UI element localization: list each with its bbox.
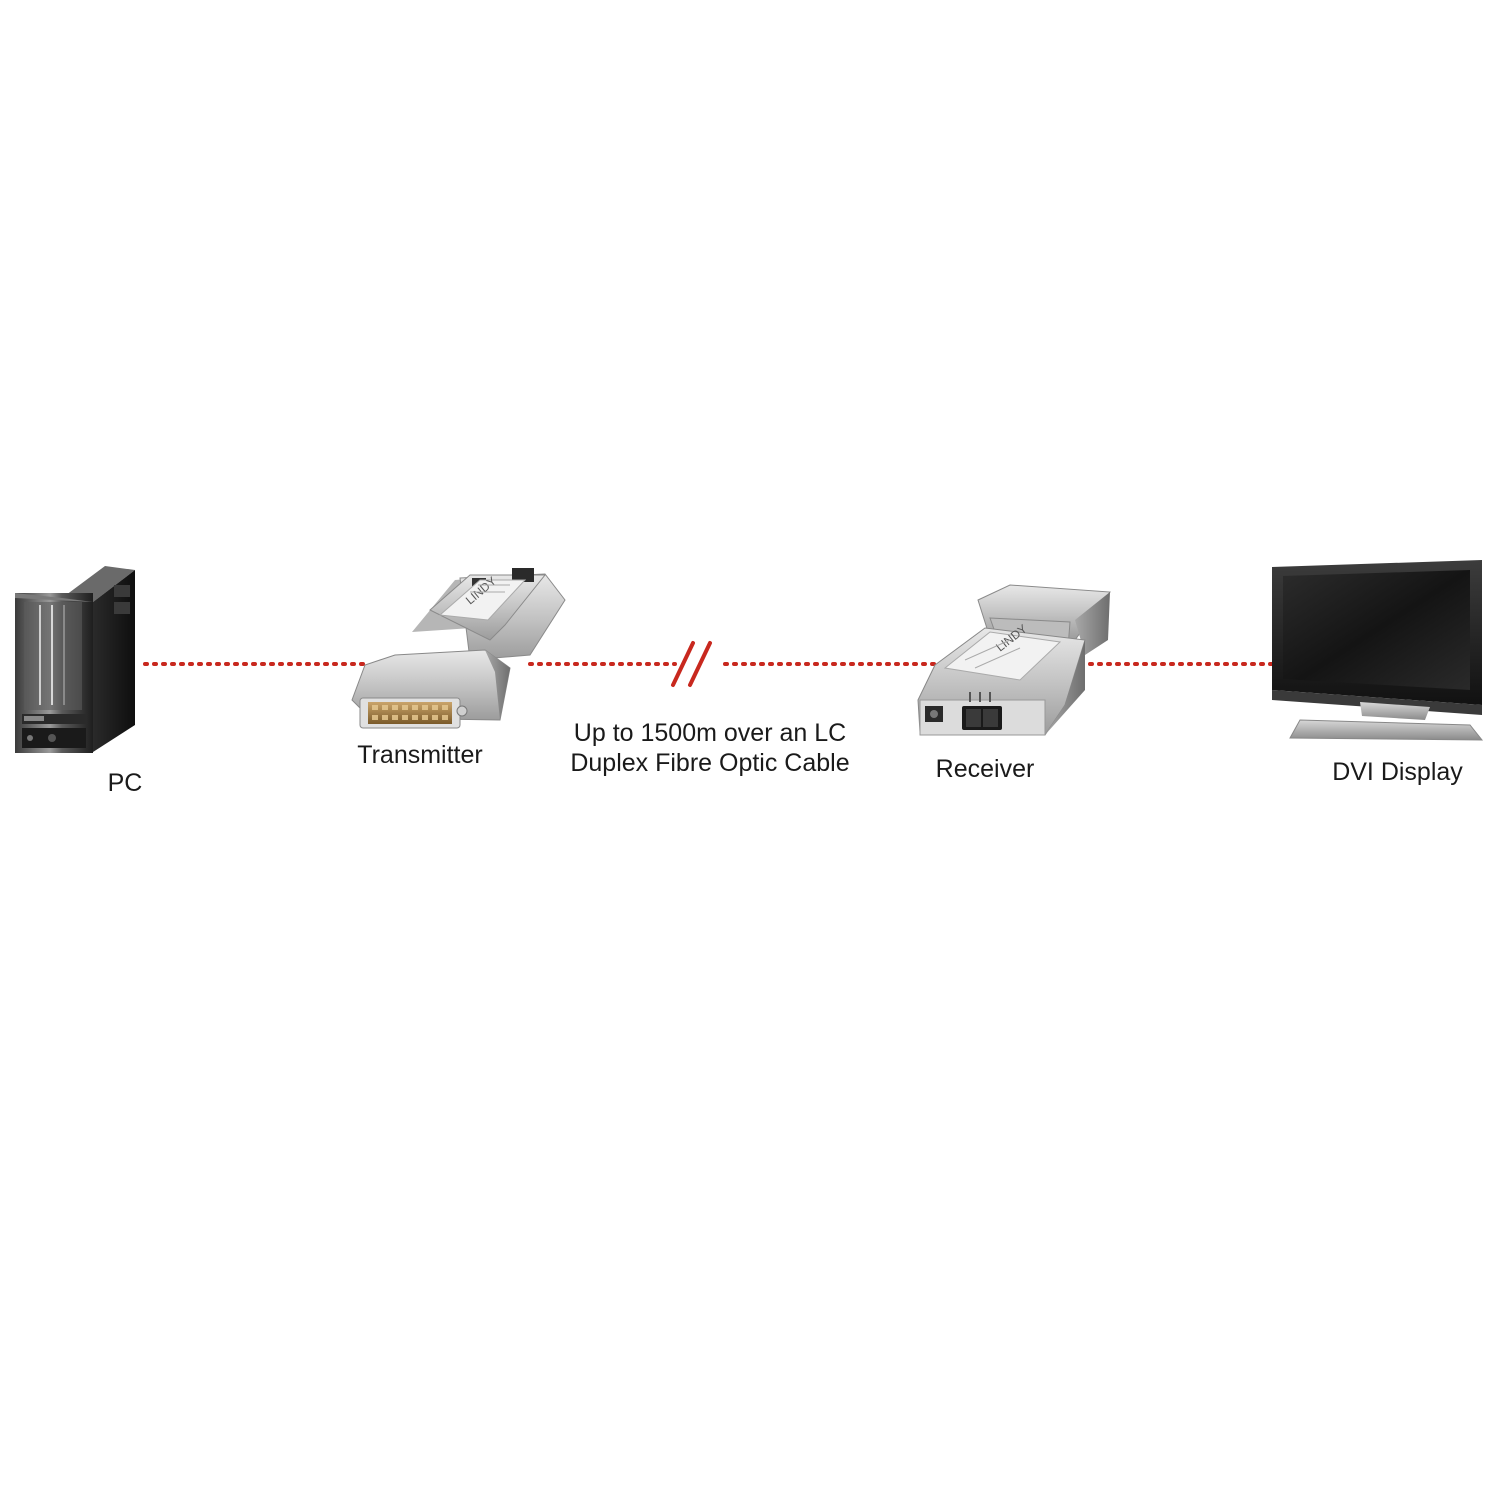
link-description-line2: Duplex Fibre Optic Cable bbox=[570, 749, 850, 777]
receiver-device-icon: LINDY bbox=[917, 584, 1111, 736]
link-break-marker-icon bbox=[671, 641, 712, 687]
link-description: Up to 1500m over an LC Duplex Fibre Opti… bbox=[530, 718, 890, 778]
monitor-icon bbox=[1272, 560, 1484, 741]
receiver-label: Receiver bbox=[935, 755, 1035, 783]
transmitter-device-icon: LINDY bbox=[351, 568, 566, 729]
pc-tower-icon bbox=[15, 566, 135, 753]
transmitter-label: Transmitter bbox=[357, 741, 483, 769]
pc-label: PC bbox=[107, 769, 143, 797]
display-label: DVI Display bbox=[1332, 758, 1463, 786]
link-description-line1: Up to 1500m over an LC bbox=[573, 719, 847, 747]
